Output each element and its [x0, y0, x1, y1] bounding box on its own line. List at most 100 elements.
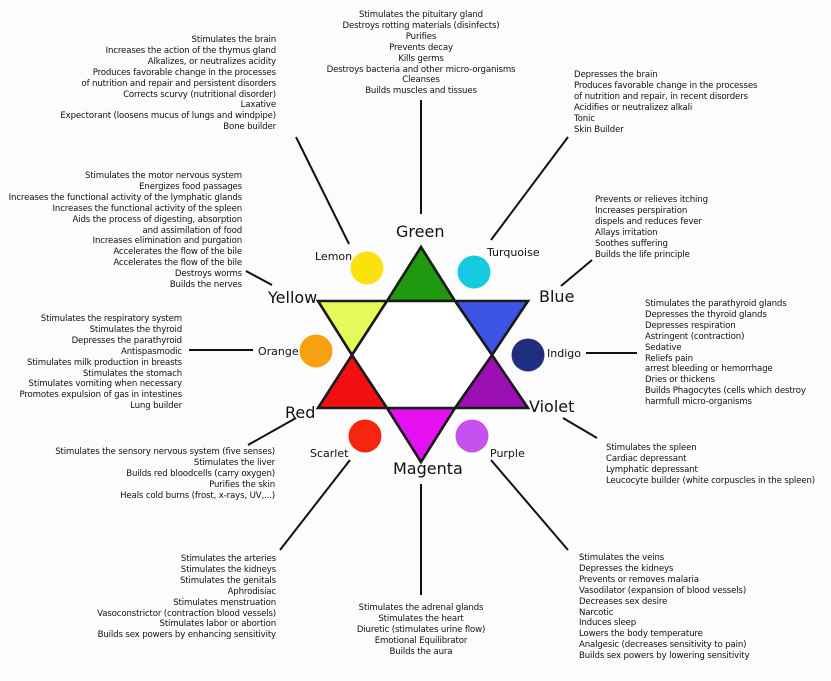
- label-lemon: Lemon: [315, 250, 353, 263]
- property-line: Stimulates milk production in breasts: [27, 357, 182, 368]
- property-line: Energizes food passages: [139, 181, 242, 192]
- circle-indigo: [511, 338, 545, 372]
- property-line: Increases elimination and purgation: [92, 236, 243, 247]
- property-line: Stimulates the sensory nervous system (f…: [55, 447, 275, 457]
- property-line: Builds muscles and tissues: [365, 86, 477, 97]
- connector-red: [247, 417, 297, 446]
- property-line: Bone builder: [223, 122, 276, 133]
- property-line: Leucocyte builder (white corpuscles in t…: [606, 475, 815, 486]
- circle-scarlet: [348, 419, 382, 453]
- property-line: Alkalizes, or neutralizes acidity: [147, 56, 276, 67]
- label-purple: Purple: [490, 447, 525, 460]
- property-line: Vasoconstrictor (contraction blood vesse…: [97, 608, 276, 619]
- triangle-green: [384, 244, 458, 303]
- property-line: Corrects scurvy (nutritional disorder): [123, 89, 276, 100]
- property-line: Aids the process of digesting, absorptio…: [72, 214, 243, 225]
- property-line: Astringent (contraction): [645, 331, 745, 342]
- property-line: Builds the life principle: [595, 249, 690, 260]
- property-line: Stimulates the thyroid: [89, 324, 183, 335]
- property-line: Stimulates vomiting when necessary: [28, 379, 183, 390]
- property-line: Stimulates the adrenal glands: [358, 603, 484, 613]
- property-line: Lymphatic depressant: [606, 464, 698, 475]
- triangle-magenta: [384, 406, 458, 465]
- property-line: Stimulates the kidneys: [180, 564, 276, 575]
- label-magenta: Magenta: [393, 459, 463, 478]
- property-line: Purifies: [405, 31, 437, 42]
- property-line: Prevents decay: [389, 42, 453, 53]
- property-line: Tonic: [574, 113, 595, 124]
- property-line: Stimulates the parathyroid glands: [645, 299, 787, 309]
- connector-turquoise: [490, 136, 569, 241]
- property-line: Stimulates the respiratory system: [40, 314, 182, 324]
- property-line: Destroys bacteria and other micro-organi…: [326, 64, 516, 75]
- property-line: Depresses the brain: [574, 70, 658, 80]
- property-line: Stimulates the arteries: [180, 554, 276, 564]
- property-line: Allays irritation: [595, 227, 658, 238]
- property-line: Induces sleep: [579, 618, 637, 629]
- property-line: Cardiac depressant: [606, 453, 687, 464]
- connector-yellow: [245, 270, 273, 286]
- property-line: harmfull micro-organisms: [645, 397, 752, 408]
- property-line: Purifies the skin: [209, 479, 275, 490]
- property-line: Decreases sex desire: [579, 596, 668, 607]
- property-line: Stimulates the veins: [579, 553, 665, 563]
- property-line: Accelerates the flow of the bile: [113, 258, 242, 269]
- label-scarlet: Scarlet: [310, 447, 349, 460]
- property-line: Dries or thickens: [645, 375, 715, 386]
- property-line: of nutrition and repair, in recent disor…: [574, 91, 748, 102]
- property-line: Depresses the thyroid glands: [645, 309, 767, 320]
- property-line: Depresses the kidneys: [579, 563, 674, 574]
- property-line: dispels and reduces fever: [595, 216, 702, 227]
- property-line: Destroys worms: [174, 269, 242, 280]
- label-blue: Blue: [539, 287, 575, 306]
- circle-turquoise: [457, 255, 491, 289]
- label-yellow: Yellow: [268, 288, 318, 307]
- property-line: of nutrition and repair and persistent d…: [81, 78, 276, 89]
- property-line: Builds the nerves: [169, 280, 242, 291]
- property-line: Prevents or removes malaria: [579, 574, 699, 585]
- property-line: Expectorant (loosens mucus of lungs and …: [60, 111, 276, 122]
- property-line: Produces favorable change in the process…: [92, 67, 276, 78]
- property-line: Builds sex powers by lowering sensitivit…: [579, 651, 750, 662]
- property-line: Stimulates the motor nervous system: [85, 171, 242, 181]
- property-line: Promotes expulsion of gas in intestines: [19, 390, 182, 401]
- label-red: Red: [285, 403, 316, 422]
- connector-blue: [560, 259, 593, 287]
- property-line: Sedative: [645, 342, 682, 353]
- property-line: Increases the action of the thymus gland: [105, 45, 277, 56]
- property-line: Depresses respiration: [645, 320, 736, 331]
- property-line: Increases the functional activity of the…: [8, 192, 242, 203]
- property-line: Acidifies or neutralizez alkali: [574, 102, 693, 113]
- property-line: Stimulates the stomach: [83, 368, 182, 379]
- property-line: and assimilation of food: [142, 225, 242, 236]
- property-line: Builds sex powers by enhancing sensitivi…: [97, 630, 277, 641]
- label-green: Green: [396, 222, 445, 241]
- properties-red: Stimulates the sensory nervous system (f…: [20, 447, 275, 502]
- property-line: Heals cold burns (frost, x-rays, UV,...): [120, 490, 275, 501]
- property-line: Depresses the parathyroid: [71, 335, 183, 346]
- property-line: Antispasmodic: [120, 346, 182, 357]
- property-line: arrest bleeding or hemorrhage: [645, 364, 773, 375]
- property-line: Cleanses: [402, 75, 440, 86]
- property-line: Builds Phagocytes (cells which destroy: [645, 386, 806, 397]
- property-line: Lung builder: [130, 401, 182, 412]
- circle-purple: [455, 419, 489, 453]
- property-line: Increases the functional activity of the…: [52, 203, 243, 214]
- connector-purple: [490, 459, 569, 551]
- property-line: Skin Builder: [574, 124, 624, 135]
- property-line: Aphrodisiac: [227, 586, 277, 597]
- property-line: Increases perspiration: [595, 205, 688, 216]
- property-line: Stimulates menstruation: [173, 597, 276, 608]
- property-line: Accelerates the flow of the bile: [113, 247, 242, 258]
- connector-lines: [189, 100, 637, 595]
- circle-lemon: [350, 251, 384, 285]
